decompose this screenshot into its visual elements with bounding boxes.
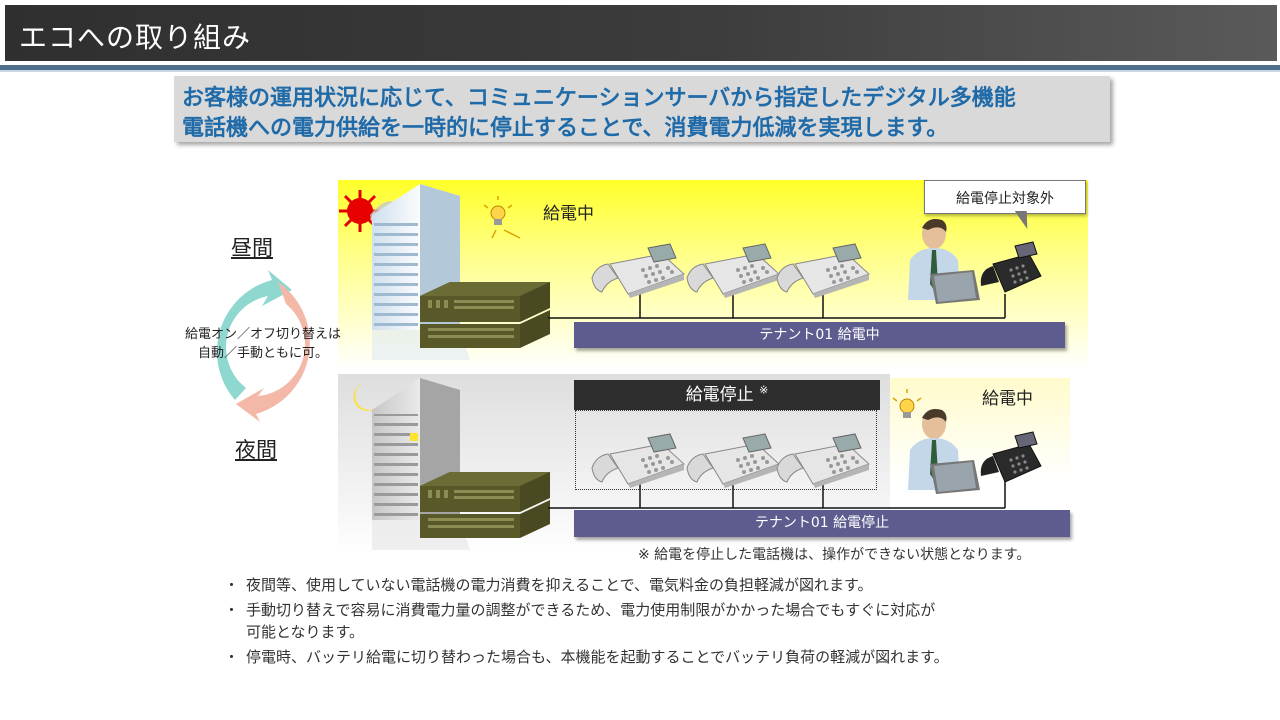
page-title: エコへの取り組み [19,21,252,54]
power-stop-note: ※ 給電を停止した電話機は、操作ができない状態となります。 [638,547,1031,563]
title-divider [0,65,1280,70]
intro-line-2: 電話機への電力供給を一時的に停止することで、消費電力低減を実現します。 [182,116,949,141]
excluded-callout: 給電停止対象外 [924,180,1086,214]
moon-icon [353,384,376,411]
day-power-status: 給電中 [543,204,594,224]
server-unit-icon [420,282,550,348]
desk-phone-icon [686,243,780,298]
day-label: 昼間 [231,236,273,260]
sun-icon [339,190,381,232]
bullet-mark: ・ [224,576,240,594]
title-bar: エコへの取り組み [5,5,1277,61]
switch-description-line-2: 自動／手動ともに可。 [197,346,328,361]
list-item-text: 手動切り替えで容易に消費電力量の調整ができるため、電力使用制限がかかった場合でも… [246,601,936,619]
office-worker-icon [908,409,980,494]
switch-description-line-1: 給電オン／オフ切り替えは [184,327,341,342]
power-stop-header: 給電停止 ※ [574,380,880,410]
cycle-arrows-icon [216,270,310,422]
switch-description: 給電オン／オフ切り替えは 自動／手動ともに可。 [168,325,358,363]
light-bulb-icon [483,196,521,239]
night-label: 夜間 [235,438,277,462]
desk-phone-icon [776,243,870,298]
title-divider-light [0,70,1280,72]
bullet-mark: ・ [224,601,240,619]
server-unit-icon [420,472,550,538]
list-item: ・ 夜間等、使用していない電話機の電力消費を抑えることで、電気料金の負担軽減が図… [222,574,1082,596]
list-item: ・ 手動切り替えで容易に消費電力量の調整ができるため、電力使用制限がかかった場合… [222,599,1082,643]
bullet-mark: ・ [224,648,240,666]
power-stop-group [575,410,877,490]
power-stop-mark: ※ [759,383,769,397]
black-desk-phone-icon [980,431,1042,483]
tenant-bar-night: テナント01 給電停止 [574,510,1070,537]
office-worker-icon [908,219,980,304]
list-item: ・ 停電時、バッテリ給電に切り替わった場合も、本機能を起動することでバッテリ負荷… [222,646,1082,668]
intro-box: お客様の運用状況に応じて、コミュニケーションサーバから指定したデジタル多機能 電… [174,76,1110,142]
benefit-list: ・ 夜間等、使用していない電話機の電力消費を抑えることで、電気料金の負担軽減が図… [222,574,1082,671]
light-bulb-icon [892,389,922,418]
excluded-callout-text: 給電停止対象外 [956,191,1054,207]
black-desk-phone-icon [980,241,1042,293]
desk-phone-icon [591,243,685,298]
tenant-bar-day: テナント01 給電中 [574,322,1065,348]
list-item-text: 停電時、バッテリ給電に切り替わった場合も、本機能を起動することでバッテリ負荷の軽… [246,648,949,666]
list-item-text: 夜間等、使用していない電話機の電力消費を抑えることで、電気料金の負担軽減が図れま… [246,576,873,594]
power-stop-label: 給電停止 [685,385,754,405]
intro-line-1: お客様の運用状況に応じて、コミュニケーションサーバから指定したデジタル多機能 [182,86,1016,111]
day-network-line [548,292,1006,319]
list-item-text-continued: 可能となります。 [246,623,365,641]
night-power-status: 給電中 [982,389,1033,409]
